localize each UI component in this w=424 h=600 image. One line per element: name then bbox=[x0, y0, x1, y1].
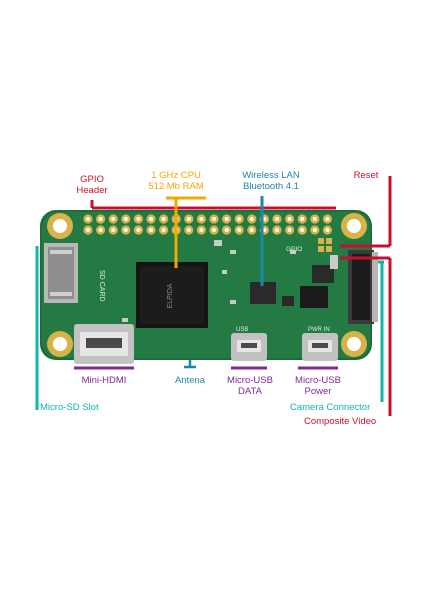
mini-hdmi-label-text: Mini-HDMI bbox=[81, 375, 127, 386]
usb-data-label-line1: Micro-USB bbox=[227, 375, 273, 386]
camera-label: Camera Connector bbox=[290, 402, 370, 413]
camera-connector bbox=[348, 250, 378, 324]
sd-silkscreen: SD CARD bbox=[98, 270, 105, 302]
wireless-label-line2: Bluetooth 4.1 bbox=[243, 181, 299, 192]
wireless-label-line1: Wireless LAN bbox=[242, 170, 300, 181]
cpu-chip: ELPIDA bbox=[136, 262, 208, 328]
sd-card-slot bbox=[44, 243, 78, 303]
cpu-label-line2: 512 Mb RAM bbox=[148, 181, 204, 192]
micro-usb-power-port bbox=[302, 333, 338, 361]
composite-label: Composite Video bbox=[304, 416, 376, 427]
cpu-label: 1 GHz CPU 512 Mb RAM bbox=[136, 170, 216, 192]
usb-data-label: Micro-USB DATA bbox=[218, 375, 282, 397]
mini-hdmi-port bbox=[74, 324, 134, 364]
cpu-label-line1: 1 GHz CPU bbox=[151, 170, 201, 181]
reset-label: Reset bbox=[344, 170, 388, 181]
usb-power-label-line2: Power bbox=[304, 386, 332, 397]
svg-text:USB: USB bbox=[236, 327, 248, 333]
mounting-holes bbox=[47, 213, 367, 357]
svg-text:GPIO: GPIO bbox=[286, 246, 302, 253]
micro-sd-label: Micro-SD Slot bbox=[40, 402, 99, 413]
composite-label-text: Composite Video bbox=[304, 416, 377, 427]
svg-text:PWR IN: PWR IN bbox=[308, 327, 330, 333]
gpio-label-line2: Header bbox=[76, 185, 108, 196]
micro-sd-label-text: Micro-SD Slot bbox=[40, 402, 99, 413]
antenna-label-text: Antena bbox=[174, 375, 206, 386]
gpio-label-line1: GPIO bbox=[80, 174, 104, 185]
wireless-label: Wireless LAN Bluetooth 4.1 bbox=[230, 170, 312, 192]
antenna-label: Antena bbox=[166, 375, 214, 386]
usb-data-label-line2: DATA bbox=[238, 386, 262, 397]
gpio-header-pads bbox=[83, 214, 332, 235]
gpio-label: GPIO Header bbox=[70, 174, 114, 196]
svg-text:ELPIDA: ELPIDA bbox=[167, 283, 174, 308]
mini-hdmi-label: Mini-HDMI bbox=[68, 375, 140, 386]
usb-power-label-line1: Micro-USB bbox=[295, 375, 341, 386]
micro-usb-data-port bbox=[231, 333, 267, 361]
usb-power-label: Micro-USB Power bbox=[286, 375, 350, 397]
wireless-chip bbox=[250, 282, 276, 304]
reset-label-text: Reset bbox=[353, 170, 379, 181]
camera-label-text: Camera Connector bbox=[290, 402, 371, 413]
